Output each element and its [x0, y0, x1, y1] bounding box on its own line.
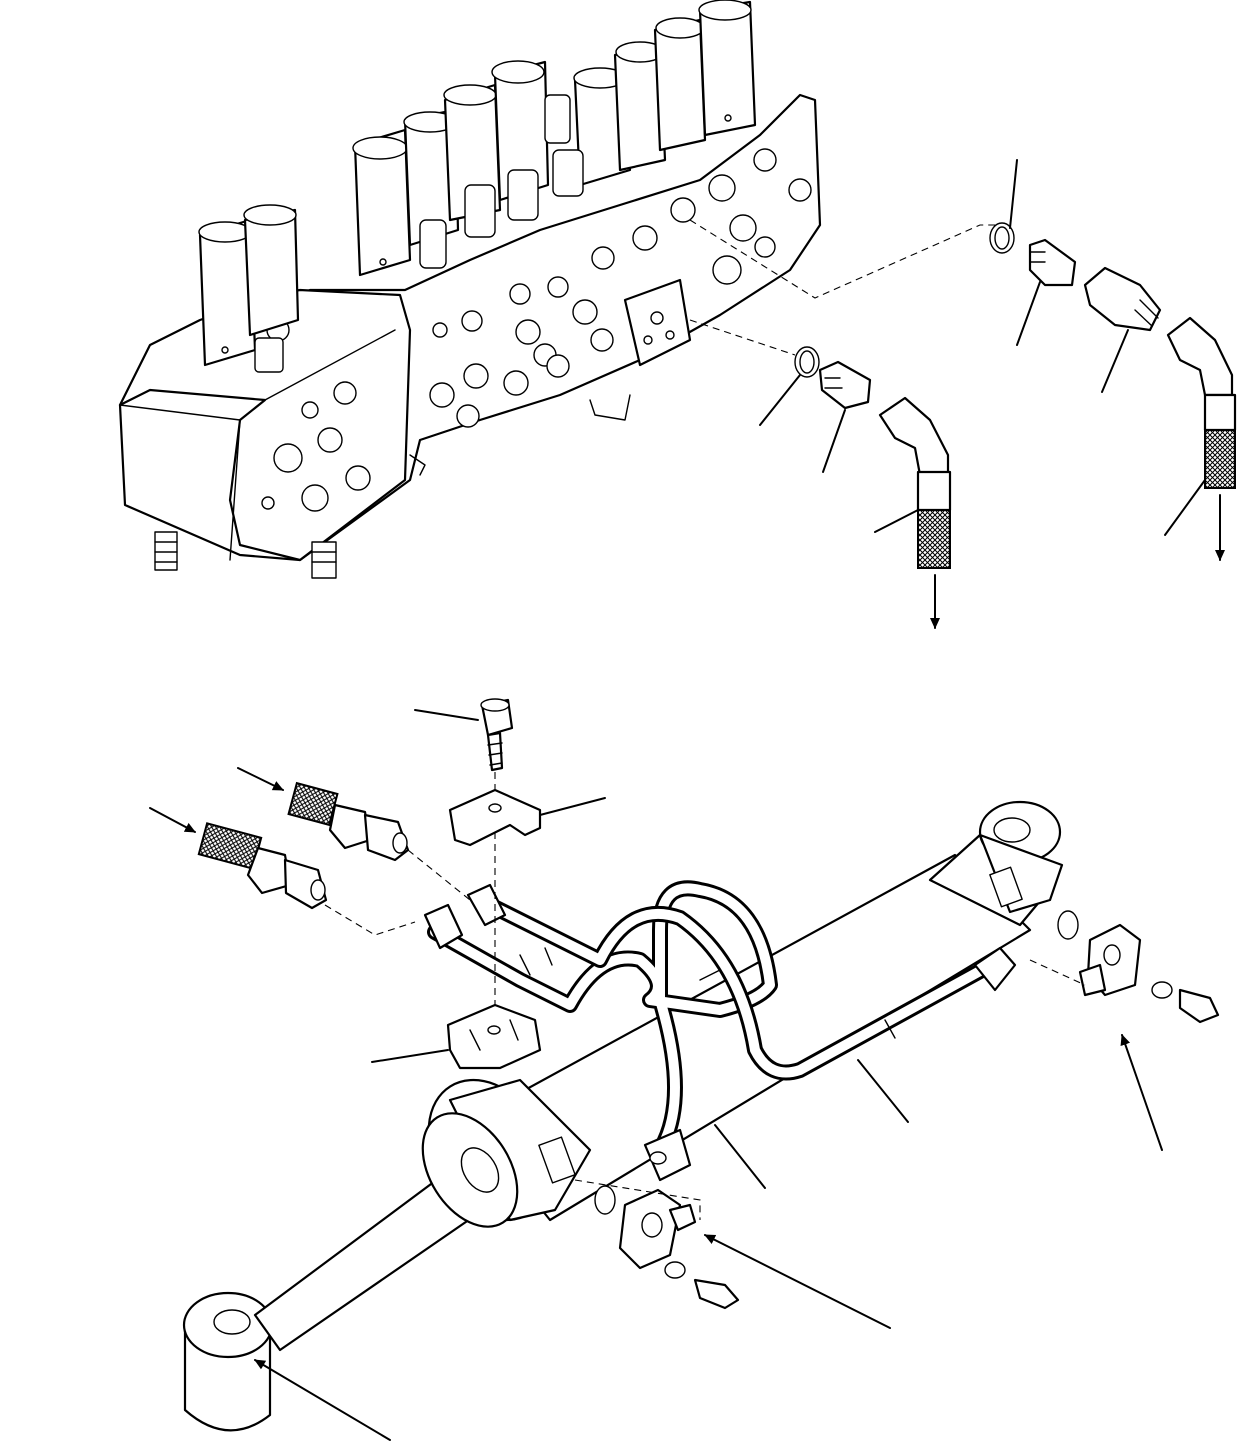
hose: [917, 509, 951, 569]
hose-ferrule: [916, 470, 952, 512]
head-end-flange: [574, 1179, 891, 1329]
tube-end-fitting: [973, 946, 1017, 992]
control-valve-block: [118, 0, 822, 579]
leader-line: [857, 1059, 909, 1123]
leader-line: [1101, 329, 1129, 393]
nipple-fitting: [1083, 266, 1162, 332]
valve-side-ports: [429, 148, 812, 428]
port-plug: [273, 443, 303, 473]
leader-line: [714, 1124, 766, 1189]
port: [333, 381, 357, 405]
mounting-stud: [311, 541, 337, 579]
port: [301, 401, 319, 419]
hose: [1204, 429, 1236, 489]
spool-caps: [198, 0, 757, 373]
tube-end-fitting: [643, 1128, 692, 1182]
port-block: [538, 1136, 576, 1184]
hose-ferrule: [1203, 393, 1237, 432]
straight-adapter: [818, 360, 872, 410]
clamp-bolt: [414, 698, 514, 772]
leader-line: [759, 374, 801, 426]
port: [261, 496, 275, 510]
rod-eye: [182, 1291, 274, 1432]
upper-right-hose-assembly: [689, 159, 1237, 561]
tube-end-fitting: [466, 883, 507, 927]
leader-line: [1164, 479, 1206, 536]
mounting-stud: [154, 531, 178, 571]
leader-line: [1009, 159, 1018, 229]
cylinder-assembly: [149, 698, 1220, 1441]
upper-middle-hose-assembly: [689, 319, 952, 629]
leader-line: [874, 509, 919, 533]
bottom-end-flange: [1029, 910, 1220, 1151]
tube-end-fitting: [423, 903, 464, 950]
leader-line: [822, 409, 846, 473]
port: [301, 484, 329, 512]
leader-line: [1016, 281, 1041, 346]
supply-hose-b: [149, 807, 328, 910]
straight-adapter: [1028, 238, 1077, 287]
upper-clamp: [448, 788, 606, 847]
elbow-hose-fitting: [1166, 316, 1234, 397]
o-ring: [989, 222, 1015, 254]
port: [345, 465, 371, 491]
supply-hose-a: [237, 767, 410, 862]
port: [317, 427, 343, 453]
o-ring: [794, 346, 820, 378]
leader-line: [254, 1359, 391, 1441]
lower-clamp: [371, 1003, 542, 1070]
elbow-hose-fitting: [878, 396, 950, 477]
